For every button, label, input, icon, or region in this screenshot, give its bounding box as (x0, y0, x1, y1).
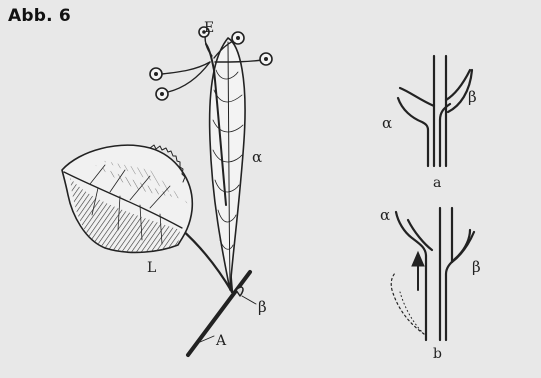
pedicel-1 (162, 62, 210, 74)
plant-sprig (62, 27, 272, 355)
schematic-a-branch-left (400, 88, 434, 106)
axillary-bud-beta (236, 287, 243, 296)
pedicel-3 (205, 36, 212, 56)
dotted-branch (391, 272, 424, 334)
schematic-a (398, 56, 472, 166)
label-alpha: α (252, 148, 262, 166)
label-l: L (147, 260, 156, 276)
schematic-a-caption: a (433, 175, 441, 191)
schematic-a-alpha: α (382, 114, 392, 132)
schematic-a-beta: β (468, 88, 477, 106)
schematic-a-stem-left (398, 98, 428, 166)
label-beta: β (258, 298, 267, 316)
schematic-a-branch-right (446, 70, 470, 100)
schematic-b-caption: b (433, 346, 442, 362)
schematic-b (391, 208, 474, 340)
label-e: E (204, 20, 214, 36)
schematic-b-alpha: α (380, 206, 390, 224)
label-a: A (215, 333, 227, 349)
schematic-b-beta: β (472, 258, 481, 276)
pedicel-2 (168, 62, 210, 92)
